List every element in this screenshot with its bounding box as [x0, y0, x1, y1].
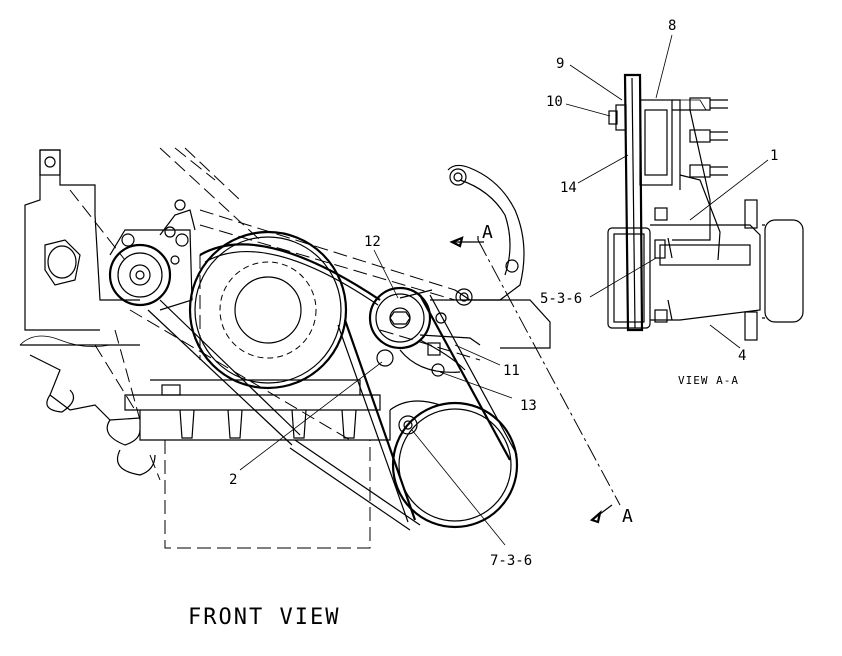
section-view-title: VIEW A-A — [678, 374, 739, 387]
callout-1: 1 — [770, 148, 778, 164]
callout-11: 11 — [503, 363, 520, 379]
front-view: A A — [19, 147, 633, 630]
section-view: 8 9 10 1 14 5-3-6 4 VIEW A-A — [540, 18, 804, 387]
section-cut-line — [449, 236, 621, 524]
pulley-plate — [623, 73, 644, 332]
callout-7-3-6: 7-3-6 — [490, 553, 532, 569]
section-marker-bottom: A — [622, 506, 633, 527]
small-idler — [376, 349, 394, 367]
compressor — [607, 199, 804, 341]
leader-lines — [239, 249, 513, 546]
alternator-pulley — [389, 400, 519, 529]
tensioner-pulley — [368, 286, 466, 377]
callout-5-3-6: 5-3-6 — [540, 291, 582, 307]
bracket-arm — [679, 174, 721, 261]
section-marker-top: A — [482, 222, 493, 243]
upper-left-pulley — [108, 199, 196, 311]
section-leaders — [565, 34, 769, 349]
callout-2: 2 — [229, 472, 237, 488]
studs — [689, 97, 728, 178]
idler-bracket — [419, 164, 551, 349]
engine-block-outline — [19, 149, 161, 481]
callout-4: 4 — [738, 348, 746, 364]
callout-10: 10 — [546, 94, 563, 110]
callout-12: 12 — [364, 234, 381, 250]
crank-pulley — [188, 230, 348, 390]
front-view-title: FRONT VIEW — [188, 605, 340, 630]
hub-assembly — [608, 99, 711, 241]
oil-pan — [124, 379, 391, 549]
callout-13: 13 — [520, 398, 537, 414]
callout-14: 14 — [560, 180, 577, 196]
callout-8: 8 — [668, 18, 676, 34]
callout-9: 9 — [556, 56, 564, 72]
drive-belt — [147, 243, 518, 531]
